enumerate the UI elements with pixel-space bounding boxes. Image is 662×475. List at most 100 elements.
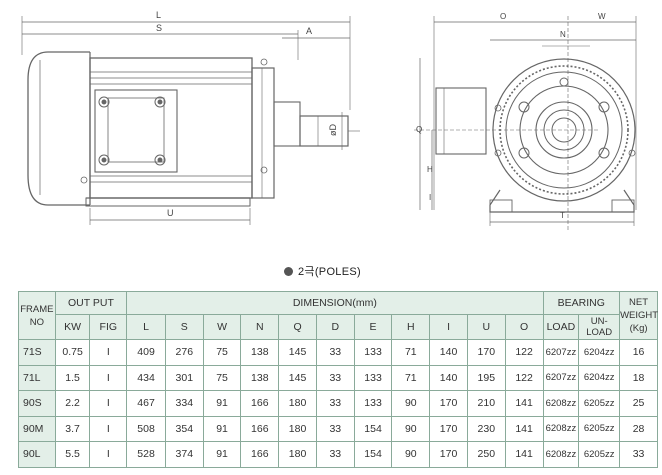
- table-cell: 141: [504, 390, 544, 417]
- col-e: E: [353, 314, 393, 340]
- table-cell: 528: [126, 441, 166, 468]
- table-cell: 170: [466, 339, 506, 366]
- table-cell: 33: [315, 364, 355, 391]
- table-cell: I: [89, 364, 128, 391]
- table-cell: 90: [391, 390, 431, 417]
- table-cell: 141: [504, 441, 544, 468]
- table-cell: 122: [504, 364, 544, 391]
- table-cell: 5.5: [54, 441, 91, 468]
- header-frame-no: FRAME NO: [18, 291, 56, 340]
- dim-label-t: T: [560, 211, 565, 220]
- table-cell: 6208zz: [542, 415, 580, 442]
- table-cell: 16: [619, 339, 658, 366]
- frame-cell: 90M: [18, 415, 56, 442]
- col-i: I: [429, 314, 468, 340]
- table-cell: 154: [353, 441, 393, 468]
- table-cell: 133: [353, 364, 393, 391]
- table-cell: 138: [240, 339, 280, 366]
- motor-drawings: L S A øD U: [21, 10, 637, 230]
- table-cell: 145: [278, 339, 317, 366]
- table-cell: I: [89, 441, 128, 468]
- table-cell: 33: [315, 390, 355, 417]
- table-cell: 334: [164, 390, 204, 417]
- table-cell: 6204zz: [578, 339, 621, 366]
- dim-label-s: S: [156, 23, 162, 33]
- table-cell: 195: [466, 364, 506, 391]
- dim-label-w: W: [598, 12, 606, 21]
- table-cell: 138: [240, 364, 280, 391]
- table-cell: I: [89, 390, 128, 417]
- table-cell: 140: [429, 339, 468, 366]
- table-cell: 2.2: [54, 390, 91, 417]
- frame-cell: 90S: [18, 390, 56, 417]
- section-title-text: 2극(POLES): [298, 266, 361, 278]
- dim-label-h: H: [427, 165, 433, 174]
- table-cell: 141: [504, 415, 544, 442]
- dim-label-o: O: [500, 12, 506, 21]
- col-u: U: [466, 314, 506, 340]
- table-cell: 301: [164, 364, 204, 391]
- table-cell: I: [89, 339, 128, 366]
- table-cell: 145: [278, 364, 317, 391]
- table-cell: 166: [240, 390, 280, 417]
- table-cell: 122: [504, 339, 544, 366]
- table-cell: 33: [315, 441, 355, 468]
- col-kw: KW: [54, 314, 91, 340]
- table-cell: 75: [202, 364, 242, 391]
- table-cell: 3.7: [54, 415, 91, 442]
- dim-label-a: A: [306, 26, 312, 36]
- motor-side-view: [21, 16, 360, 225]
- table-cell: 230: [466, 415, 506, 442]
- table-cell: 434: [126, 364, 166, 391]
- col-w: W: [202, 314, 242, 340]
- col-unload: UN-LOAD: [578, 314, 621, 340]
- header-bearing: BEARING: [542, 291, 621, 315]
- section-title: 2극(POLES): [284, 263, 361, 279]
- frame-cell: 71L: [18, 364, 56, 391]
- table-cell: 276: [164, 339, 204, 366]
- table-cell: 6205zz: [578, 441, 621, 468]
- table-cell: 6208zz: [542, 441, 580, 468]
- table-cell: 170: [429, 390, 468, 417]
- table-cell: 6207zz: [542, 339, 580, 366]
- table-cell: 210: [466, 390, 506, 417]
- table-cell: 33: [619, 441, 658, 468]
- table-cell: 154: [353, 415, 393, 442]
- col-fig: FIG: [89, 314, 128, 340]
- table-cell: 166: [240, 415, 280, 442]
- table-cell: 180: [278, 415, 317, 442]
- bullet-icon: [284, 266, 293, 276]
- table-cell: 91: [202, 441, 242, 468]
- table-cell: 250: [466, 441, 506, 468]
- table-cell: 166: [240, 441, 280, 468]
- table-cell: 6208zz: [542, 390, 580, 417]
- table-cell: 33: [315, 415, 355, 442]
- table-cell: 374: [164, 441, 204, 468]
- col-h: H: [391, 314, 431, 340]
- table-cell: 71: [391, 339, 431, 366]
- header-net-weight: NET WEIGHT (Kg): [619, 291, 658, 340]
- table-cell: 90: [391, 415, 431, 442]
- dim-label-i: I: [429, 193, 431, 202]
- col-load: LOAD: [542, 314, 580, 340]
- table-cell: 91: [202, 415, 242, 442]
- col-o: O: [504, 314, 544, 340]
- table-cell: 133: [353, 339, 393, 366]
- table-cell: 71: [391, 364, 431, 391]
- table-cell: 180: [278, 441, 317, 468]
- table-cell: 0.75: [54, 339, 91, 366]
- table-cell: 6205zz: [578, 390, 621, 417]
- col-s: S: [164, 314, 204, 340]
- dim-label-n: N: [560, 30, 566, 39]
- table-cell: 25: [619, 390, 658, 417]
- table-cell: 18: [619, 364, 658, 391]
- dim-label-u: U: [167, 208, 174, 218]
- table-cell: 33: [315, 339, 355, 366]
- table-cell: 6207zz: [542, 364, 580, 391]
